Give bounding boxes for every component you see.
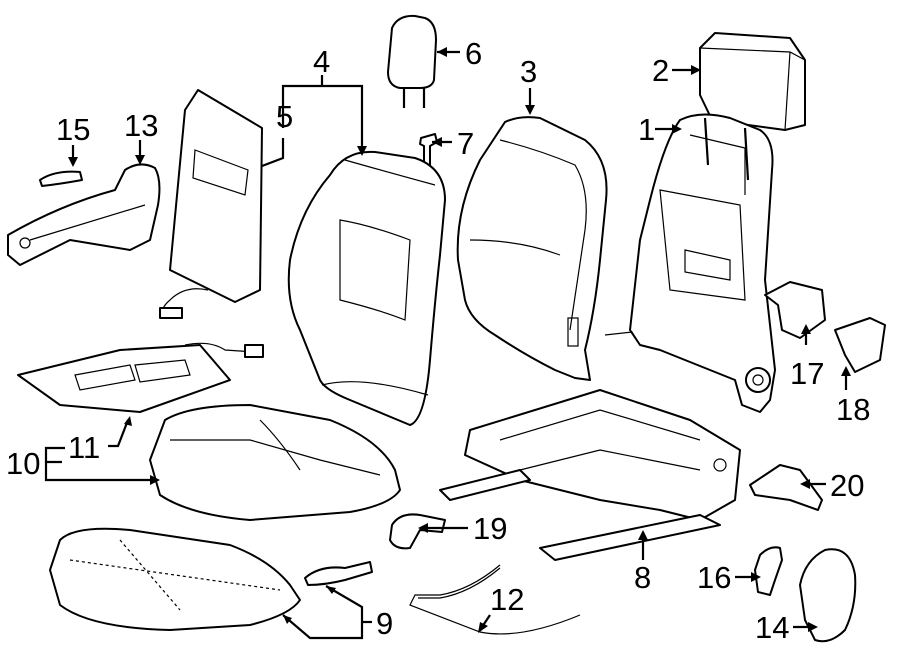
part-9-cushion-pad (49, 527, 301, 631)
callout-15: 15 (56, 112, 90, 147)
part-3-back-pad (456, 116, 608, 381)
callout-13: 13 (124, 108, 158, 143)
part-4-back-cover (287, 150, 446, 426)
part-10-cushion-cover (149, 404, 401, 521)
part-8-track (439, 389, 741, 561)
callout-19: 19 (473, 511, 507, 546)
part-14-side-cover (799, 548, 857, 643)
callout-18: 18 (836, 392, 870, 427)
callout-12: 12 (490, 582, 524, 617)
callout-5: 5 (276, 99, 293, 134)
callout-labels: 1 2 3 4 5 6 7 8 9 10 11 12 13 14 15 16 1… (6, 36, 870, 645)
part-15-knob (39, 170, 83, 187)
callout-20: 20 (830, 468, 864, 503)
callout-2: 2 (652, 53, 669, 88)
callout-1: 1 (638, 112, 655, 147)
callout-8: 8 (634, 560, 651, 595)
callout-7: 7 (457, 126, 474, 161)
part-11-heater-cushion (17, 342, 264, 413)
callout-6: 6 (465, 36, 482, 71)
leader-lines (44, 47, 851, 640)
callout-4: 4 (313, 44, 330, 79)
callout-11: 11 (68, 430, 100, 465)
part-16-cover (754, 546, 783, 596)
part-17-bracket (764, 281, 826, 339)
callout-14: 14 (755, 610, 789, 645)
part-9-clip (304, 561, 373, 586)
part-12-wire (409, 564, 581, 635)
callout-10: 10 (6, 446, 40, 481)
callout-17: 17 (790, 356, 824, 391)
callout-3: 3 (520, 54, 537, 89)
part-6-headrest (387, 14, 437, 108)
part-5-heater-back (159, 89, 263, 319)
part-20-bracket (749, 464, 823, 511)
part-2-pad (699, 32, 806, 131)
callout-9: 9 (376, 606, 393, 641)
part-13-shield (7, 163, 161, 266)
part-1-frame (604, 113, 776, 413)
callout-16: 16 (697, 560, 731, 595)
part-19-lever (389, 513, 446, 550)
part-18-bracket (834, 317, 886, 373)
